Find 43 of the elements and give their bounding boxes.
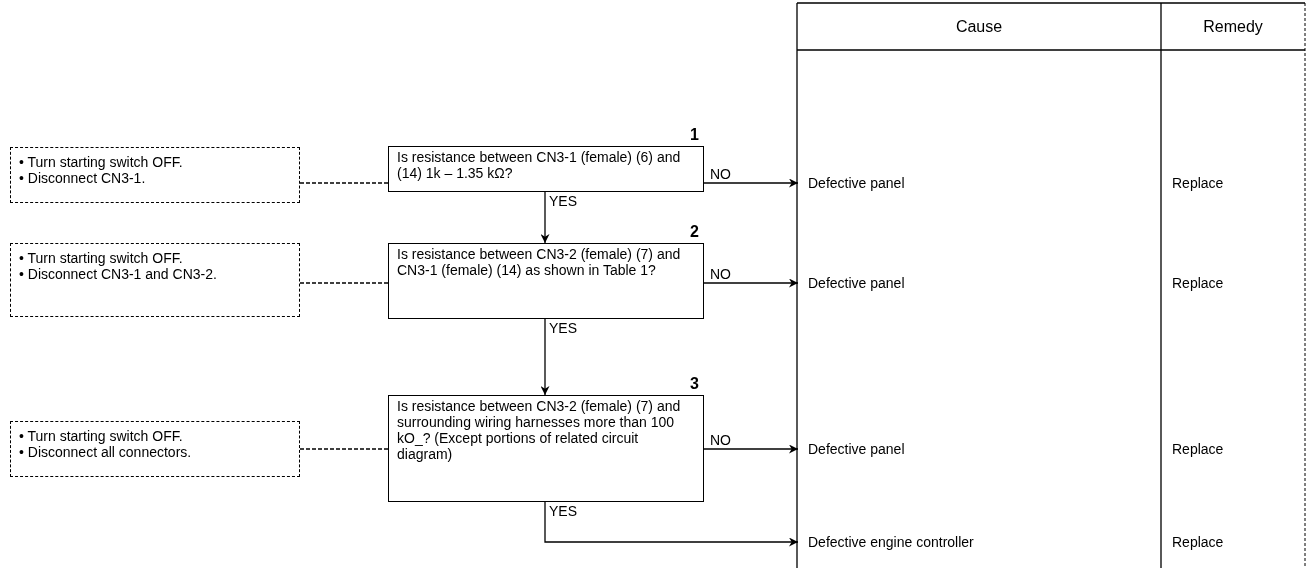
instruction-text: • Disconnect all connectors. — [19, 444, 193, 460]
edge-label: YES — [549, 503, 577, 519]
column-header: Remedy — [1202, 19, 1264, 35]
remedy-text: Replace — [1172, 534, 1224, 550]
dashed-leader-line — [299, 282, 389, 284]
arrow — [544, 501, 799, 547]
decision-box — [388, 243, 704, 319]
decision-box — [388, 146, 704, 192]
edge-label: NO — [710, 432, 731, 448]
edge-label: NO — [710, 266, 731, 282]
instruction-text: • Turn starting switch OFF. — [19, 250, 184, 266]
remedy-text: Replace — [1172, 441, 1224, 457]
cause-text: Defective engine controller — [808, 534, 974, 550]
decision-box — [388, 395, 704, 502]
step-number: 3 — [690, 375, 699, 393]
arrow — [703, 178, 799, 188]
dashed-leader-line — [299, 182, 389, 184]
column-header: Cause — [954, 19, 1004, 35]
arrow — [703, 444, 799, 454]
edge-label: YES — [549, 193, 577, 209]
cause-text: Defective panel — [808, 441, 905, 457]
arrow — [540, 191, 550, 244]
instruction-note — [10, 421, 300, 477]
step-number: 1 — [690, 126, 699, 144]
remedy-text: Replace — [1172, 175, 1224, 191]
dashed-leader-line — [299, 448, 389, 450]
arrow — [703, 278, 799, 288]
instruction-note — [10, 243, 300, 317]
question-text: Is resistance between CN3-1 (female) (6) and (14) 1k – 1.35 kΩ? — [397, 149, 682, 181]
edge-label: NO — [710, 166, 731, 182]
step-number: 2 — [690, 223, 699, 241]
question-text: Is resistance between CN3-2 (female) (7) and surrounding wiring harnesses more than 100 kO_? (Except portions of related circuit diagram) — [397, 398, 682, 462]
question-text: Is resistance between CN3-2 (female) (7) and CN3-1 (female) (14) as shown in Table 1? — [397, 246, 682, 278]
arrow — [540, 318, 550, 396]
instruction-text: • Disconnect CN3-1 and CN3-2. — [19, 266, 218, 282]
instruction-text: • Turn starting switch OFF. — [19, 428, 184, 444]
instruction-text: • Disconnect CN3-1. — [19, 170, 147, 186]
edge-label: YES — [549, 320, 577, 336]
instruction-text: • Turn starting switch OFF. — [19, 154, 184, 170]
instruction-note — [10, 147, 300, 203]
cause-text: Defective panel — [808, 175, 905, 191]
remedy-text: Replace — [1172, 275, 1224, 291]
cause-text: Defective panel — [808, 275, 905, 291]
